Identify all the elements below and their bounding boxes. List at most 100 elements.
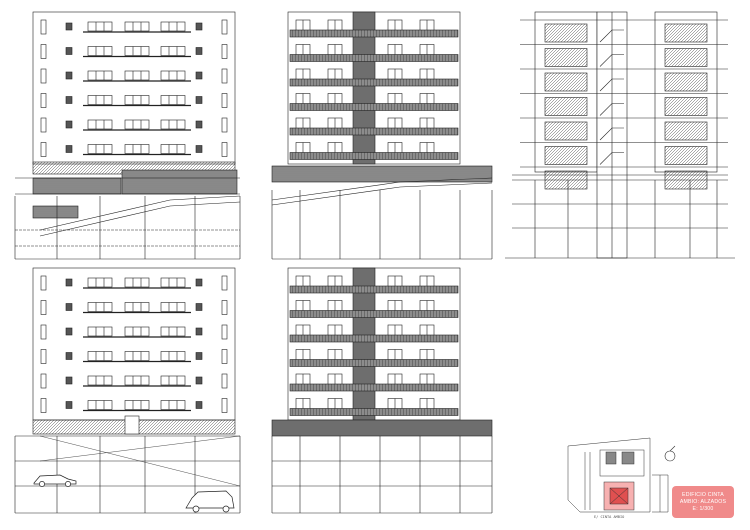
small-window — [65, 376, 73, 385]
side-window — [40, 93, 47, 108]
small-window — [65, 401, 73, 409]
elevation-front-bottom — [14, 267, 241, 514]
small-window — [65, 278, 73, 287]
window — [87, 351, 113, 361]
window — [124, 326, 150, 337]
window — [124, 144, 150, 154]
small-window — [65, 47, 73, 55]
window — [160, 326, 186, 337]
window — [160, 95, 186, 105]
section-room — [544, 48, 588, 67]
section-room — [544, 121, 588, 141]
balcony-railing — [289, 334, 459, 343]
window — [87, 277, 113, 288]
small-window — [195, 96, 203, 104]
balcony-railing — [289, 310, 459, 318]
section-view — [505, 11, 735, 259]
window — [87, 400, 113, 410]
side-window — [221, 44, 228, 59]
key-plan-caption: E/ CINTA AMBIO — [594, 515, 625, 519]
window — [124, 21, 150, 32]
balcony-railing — [289, 78, 459, 87]
small-window — [195, 22, 203, 31]
section-room — [664, 72, 708, 92]
window — [87, 119, 113, 130]
small-window — [65, 145, 73, 153]
side-window — [221, 117, 228, 133]
window — [124, 302, 150, 312]
side-window — [40, 275, 47, 291]
window — [160, 21, 186, 32]
section-room — [544, 23, 588, 43]
side-window — [221, 349, 228, 364]
north-arrow-icon — [664, 445, 676, 462]
balcony-railing — [289, 285, 459, 294]
title-line-3: E: 1/300 — [692, 505, 714, 512]
title-line-2: AMBIO: ALZADOS — [679, 498, 727, 505]
small-window — [195, 71, 203, 80]
window — [160, 70, 186, 81]
window — [160, 375, 186, 386]
small-window — [65, 120, 73, 129]
van-icon — [185, 490, 235, 513]
side-window — [40, 324, 47, 340]
window — [87, 95, 113, 105]
section-room — [664, 23, 708, 43]
side-window — [221, 300, 228, 315]
window — [124, 400, 150, 410]
window — [160, 302, 186, 312]
window — [124, 375, 150, 386]
small-window — [65, 96, 73, 104]
car-icon — [33, 474, 77, 487]
title-block: EDIFICIO CINTA AMBIO: ALZADOS E: 1/300 — [672, 486, 734, 518]
balcony-railing — [289, 29, 459, 38]
small-window — [195, 376, 203, 385]
window — [160, 277, 186, 288]
section-room — [544, 146, 588, 165]
side-window — [221, 275, 228, 291]
small-window — [195, 352, 203, 360]
small-window — [195, 327, 203, 336]
section-room — [664, 121, 708, 141]
section-room — [664, 48, 708, 67]
side-window — [40, 68, 47, 84]
window — [87, 144, 113, 154]
small-window — [65, 327, 73, 336]
small-window — [195, 120, 203, 129]
small-window — [195, 278, 203, 287]
section-room — [544, 72, 588, 92]
elevation-side-bottom — [271, 267, 493, 514]
window — [160, 119, 186, 130]
small-window — [65, 352, 73, 360]
side-window — [221, 19, 228, 35]
side-window — [40, 300, 47, 315]
small-window — [65, 71, 73, 80]
balcony-railing — [289, 383, 459, 392]
key-plan — [567, 437, 669, 513]
small-window — [65, 22, 73, 31]
window — [124, 46, 150, 56]
section-room — [664, 146, 708, 165]
window — [124, 351, 150, 361]
title-line-1: EDIFICIO CINTA — [682, 491, 724, 498]
side-window — [40, 398, 47, 413]
section-room — [664, 97, 708, 116]
window — [87, 21, 113, 32]
elevation-front-top — [14, 11, 241, 260]
side-window — [40, 349, 47, 364]
balcony-railing — [289, 127, 459, 136]
side-window — [40, 117, 47, 133]
window — [87, 326, 113, 337]
side-window — [221, 324, 228, 340]
window — [87, 302, 113, 312]
side-window — [40, 373, 47, 389]
window — [124, 119, 150, 130]
side-window — [40, 44, 47, 59]
window — [124, 70, 150, 81]
small-window — [195, 401, 203, 409]
side-window — [221, 373, 228, 389]
balcony-railing — [289, 408, 459, 416]
side-window — [221, 398, 228, 413]
side-window — [40, 19, 47, 35]
